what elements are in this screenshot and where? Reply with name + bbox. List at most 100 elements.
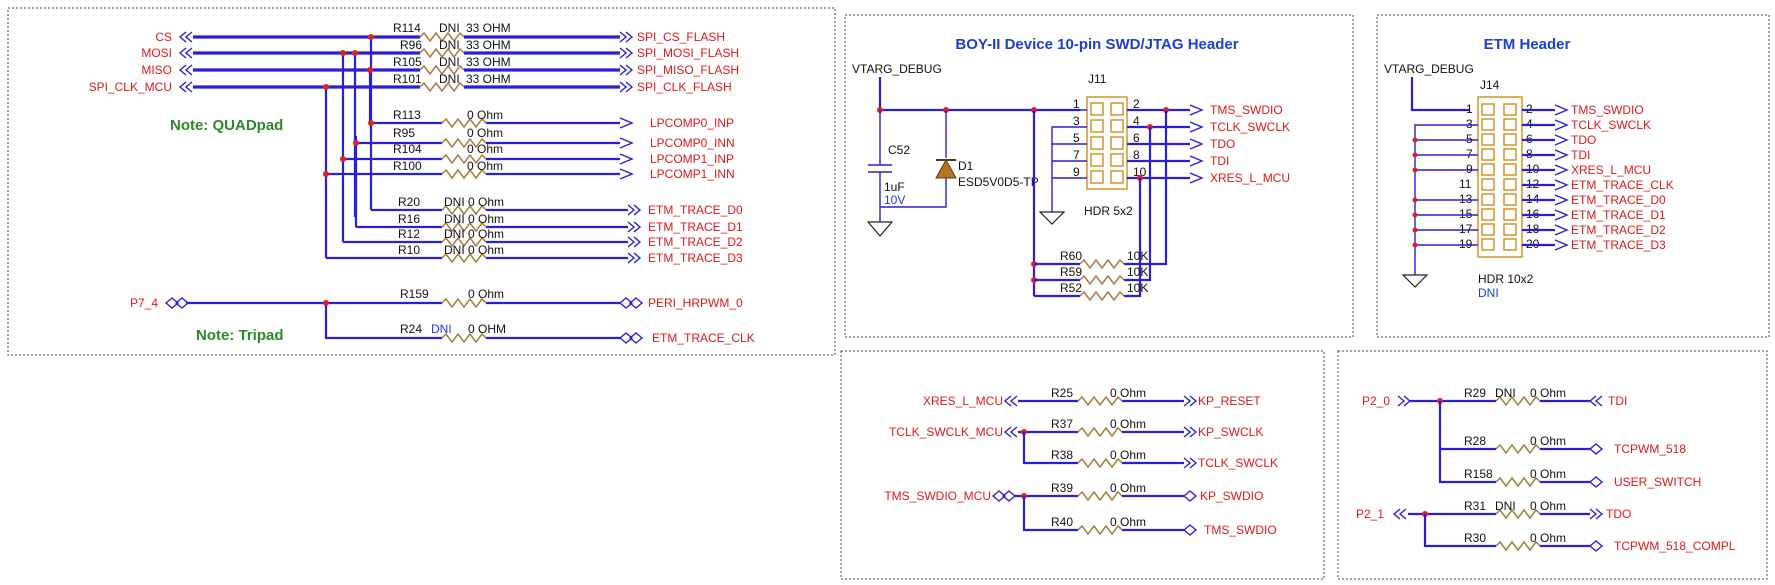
swd-vtarg: VTARG_DEBUG [852, 62, 942, 76]
net-lpcomp0-inp: LPCOMP0_INP [650, 116, 734, 130]
r105-value: 33 OHM [466, 55, 511, 69]
r159-ref: R159 [400, 287, 429, 301]
j14-pin9: 9 [1466, 162, 1473, 176]
input-mosi: MOSI [141, 46, 193, 60]
swd-net-tclk: TCLK_SWCLK [1210, 120, 1290, 134]
r96-note: DNI [439, 38, 460, 52]
etm-net-trace-d2: ETM_TRACE_D2 [1571, 223, 1666, 237]
r101-ref: R101 [393, 72, 422, 86]
r37-value: 0 Ohm [1110, 417, 1146, 431]
r40-value: 0 Ohm [1110, 515, 1146, 529]
r114-value: 33 OHM [466, 21, 511, 35]
r38-value: 0 Ohm [1110, 448, 1146, 462]
r16-ref: R16 [398, 212, 420, 226]
r24-note: DNI [431, 322, 452, 336]
c52-ref: C52 [888, 143, 910, 157]
c52-volt: 10V [884, 193, 905, 207]
note-quadpad: Note: QUADpad [170, 117, 283, 134]
j11-pin10: 10 [1133, 165, 1147, 179]
r31-value: 0 Ohm [1530, 499, 1566, 513]
input-miso-label: MISO [141, 63, 172, 77]
d1-part: ESD5V0D5-TP [958, 175, 1039, 189]
etm-net-tdo: TDO [1571, 133, 1596, 147]
net-etm-trace-d3: ETM_TRACE_D3 [648, 251, 743, 265]
r28-ref: R28 [1464, 434, 1486, 448]
j14-pin5: 5 [1466, 132, 1473, 146]
r104-value: 0 Ohm [467, 142, 503, 156]
r114-note: DNI [439, 21, 460, 35]
input-spi-clk: SPI_CLK_MCU [89, 80, 193, 94]
net-etm-trace-d2: ETM_TRACE_D2 [648, 235, 743, 249]
j14-ref: J14 [1480, 78, 1500, 92]
j11-ref: J11 [1088, 72, 1107, 86]
etm-net-tms: TMS_SWDIO [1571, 103, 1644, 117]
etm-title: ETM Header [1484, 36, 1571, 53]
r29-ref: R29 [1464, 386, 1486, 400]
etm-panel: ETM Header VTARG_DEBUG J14 1 3 5 7 9 11 … [1384, 36, 1674, 300]
swd-title: BOY-II Device 10-pin SWD/JTAG Header [955, 36, 1238, 53]
kp-out-swclk: KP_SWCLK [1198, 425, 1263, 439]
kp-panel: XRES_L_MCU R25 0 Ohm KP_RESET TCLK_SWCLK… [884, 386, 1278, 537]
p2-0-label: P2_0 [1362, 394, 1390, 408]
r28-value: 0 Ohm [1530, 434, 1566, 448]
input-miso: MISO [141, 63, 193, 77]
kp-out-tms-swdio: TMS_SWDIO [1204, 523, 1277, 537]
j14-pin17: 17 [1459, 222, 1473, 236]
j11-pin6: 6 [1133, 131, 1140, 145]
j14-pin19: 19 [1459, 237, 1473, 251]
r29-value: 0 Ohm [1530, 386, 1566, 400]
etm-net-xres: XRES_L_MCU [1571, 163, 1651, 177]
net-lpcomp1-inp: LPCOMP1_INP [650, 152, 734, 166]
r12-value: 0 Ohm [468, 227, 504, 241]
net-spi-miso-flash: SPI_MISO_FLASH [637, 63, 739, 77]
j14-pin13: 13 [1459, 192, 1473, 206]
j11-pin1: 1 [1073, 97, 1080, 111]
frame-swd-panel [844, 14, 1354, 338]
kp-out-tclk-swclk: TCLK_SWCLK [1198, 456, 1278, 470]
net-lpcomp1-inn: LPCOMP1_INN [650, 167, 735, 181]
r95-ref: R95 [393, 126, 415, 140]
j11-pin9: 9 [1073, 165, 1080, 179]
r10-ref: R10 [398, 243, 420, 257]
net-etm-trace-clk: ETM_TRACE_CLK [652, 331, 755, 345]
swd-net-tdo: TDO [1210, 137, 1235, 151]
r20-note: DNI [444, 195, 465, 209]
j11-pin5: 5 [1073, 131, 1080, 145]
r100-value: 0 Ohm [467, 159, 503, 173]
kp-in-tclk: TCLK_SWCLK_MCU [889, 425, 1003, 439]
r52-value: 10K [1127, 281, 1148, 295]
input-cs-label: CS [155, 30, 172, 44]
r114-ref: R114 [393, 21, 421, 35]
etm-net-tclk: TCLK_SWCLK [1571, 118, 1651, 132]
r100-ref: R100 [393, 159, 422, 173]
p2-out-user-switch: USER_SWITCH [1614, 475, 1701, 489]
r24-value: 0 OHM [468, 322, 506, 336]
input-cs: CS [155, 30, 193, 44]
swd-panel: BOY-II Device 10-pin SWD/JTAG Header VTA… [852, 36, 1290, 301]
r113-value: 0 Ohm [467, 108, 503, 122]
r52-ref: R52 [1060, 281, 1082, 295]
j14-pin15: 15 [1459, 207, 1473, 221]
j14-pin3: 3 [1466, 117, 1473, 131]
frame-p2-panel [1337, 350, 1768, 580]
r96-ref: R96 [400, 38, 422, 52]
swd-net-tdi: TDI [1210, 154, 1229, 168]
r59-value: 10K [1127, 265, 1148, 279]
d1-ref: D1 [958, 159, 974, 173]
r16-note: DNI [444, 212, 465, 226]
j11-pin4: 4 [1133, 114, 1140, 128]
j11-pin8: 8 [1133, 148, 1140, 162]
p2-out-tdi: TDI [1608, 394, 1627, 408]
p7-4-label: P7_4 [130, 296, 158, 310]
r101-note: DNI [439, 72, 460, 86]
j14-note: DNI [1478, 286, 1499, 300]
r96-value: 33 OHM [466, 38, 511, 52]
r16-value: 0 Ohm [468, 212, 504, 226]
j11-type: HDR 5x2 [1084, 204, 1133, 218]
r10-note: DNI [444, 243, 465, 257]
r10-value: 0 Ohm [468, 243, 504, 257]
r25-ref: R25 [1051, 386, 1073, 400]
kp-in-xres: XRES_L_MCU [923, 394, 1003, 408]
note-tripad: Note: Tripad [196, 327, 284, 344]
